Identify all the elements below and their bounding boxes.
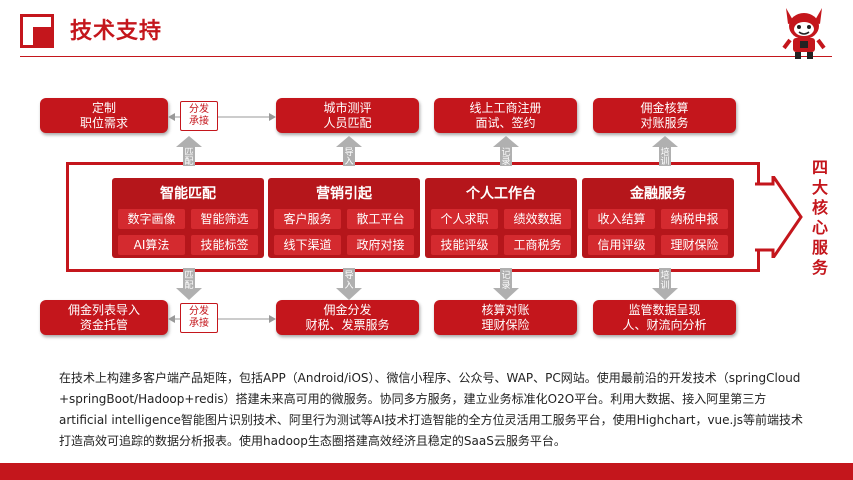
top-box-2: 城市测评 人员匹配	[276, 98, 419, 133]
mascot-icon	[782, 8, 826, 59]
arrow-up-4: 培 训	[652, 136, 678, 166]
chip: 纳税申报	[661, 209, 728, 229]
svg-text:培: 培	[660, 269, 669, 281]
chip: 政府对接	[347, 235, 414, 255]
svg-text:入: 入	[344, 280, 353, 291]
chip: 收入结算	[588, 209, 655, 229]
panel-finance: 金融服务 收入结算 纳税申报 信用评级 理财保险	[582, 178, 734, 258]
chip: 数字画像	[118, 209, 185, 229]
arrow-up-1: 匹 配	[176, 136, 202, 166]
description-paragraph: 在技术上构建多客户端产品矩阵，包括APP（Android/iOS）、微信小程序、…	[59, 371, 803, 448]
side-label: 四大核心服务	[811, 158, 828, 277]
panel-title: 个人工作台	[466, 186, 536, 202]
svg-text:记: 记	[501, 270, 510, 281]
page-title: 技术支持	[70, 19, 163, 44]
svg-text:训: 训	[660, 156, 669, 166]
top-box-4: 佣金核算 对账服务	[593, 98, 736, 133]
panel-smart-match: 智能匹配 数字画像 智能筛选 AI算法 技能标签	[112, 178, 264, 258]
header-divider	[20, 56, 832, 57]
chip: 技能评级	[431, 235, 498, 255]
chip: 理财保险	[661, 235, 728, 255]
logo-square-inner	[33, 27, 54, 48]
svg-text:配: 配	[184, 156, 193, 166]
panel-title: 智能匹配	[160, 186, 216, 202]
bottom-box-2: 佣金分发 财税、发票服务	[276, 300, 419, 335]
panel-workbench: 个人工作台 个人求职 绩效数据 技能评级 工商税务	[425, 178, 577, 258]
top-box-1: 定制 职位需求	[40, 98, 168, 133]
chip: 信用评级	[588, 235, 655, 255]
footer-bar	[0, 463, 853, 480]
bottom-connector-label: 分发 承接	[180, 303, 218, 333]
chip: 客户服务	[274, 209, 341, 229]
arrow-down-1: 匹 配	[176, 268, 202, 300]
chip: 个人求职	[431, 209, 498, 229]
top-connector-label: 分发 承接	[180, 101, 218, 131]
svg-text:录: 录	[501, 280, 510, 291]
arrow-down-4: 培 训	[652, 268, 678, 300]
svg-text:匹: 匹	[184, 147, 193, 158]
arrow-down-2: 导 入	[336, 268, 362, 300]
svg-text:录: 录	[501, 156, 510, 166]
svg-text:匹: 匹	[184, 270, 193, 281]
bottom-box-4: 监管数据呈现 人、财流向分析	[593, 300, 736, 335]
top-box-3: 线上工商注册 面试、签约	[434, 98, 577, 133]
svg-text:入: 入	[344, 156, 353, 166]
svg-text:导: 导	[344, 147, 353, 158]
panel-marketing: 营销引起 客户服务 散工平台 线下渠道 政府对接	[268, 178, 420, 258]
svg-text:培: 培	[660, 146, 669, 158]
chip: 散工平台	[347, 209, 414, 229]
arrow-up-2: 导 入	[336, 136, 362, 166]
frame-arrow-tip	[755, 176, 803, 258]
chip: 工商税务	[504, 235, 571, 255]
chip: 绩效数据	[504, 209, 571, 229]
bottom-box-3: 核算对账 理财保险	[434, 300, 577, 335]
chip: 智能筛选	[191, 209, 258, 229]
svg-text:导: 导	[344, 270, 353, 281]
arrow-up-3: 记 录	[493, 136, 519, 166]
bottom-box-1: 佣金列表导入 资金托管	[40, 300, 168, 335]
panel-title: 金融服务	[630, 186, 686, 202]
chip: 线下渠道	[274, 235, 341, 255]
svg-text:记: 记	[501, 147, 510, 158]
svg-text:配: 配	[184, 280, 193, 291]
panel-title: 营销引起	[316, 186, 372, 202]
chip: 技能标签	[191, 235, 258, 255]
svg-text:训: 训	[660, 280, 669, 291]
chip: AI算法	[118, 235, 185, 255]
arrow-down-3: 记 录	[493, 268, 519, 300]
